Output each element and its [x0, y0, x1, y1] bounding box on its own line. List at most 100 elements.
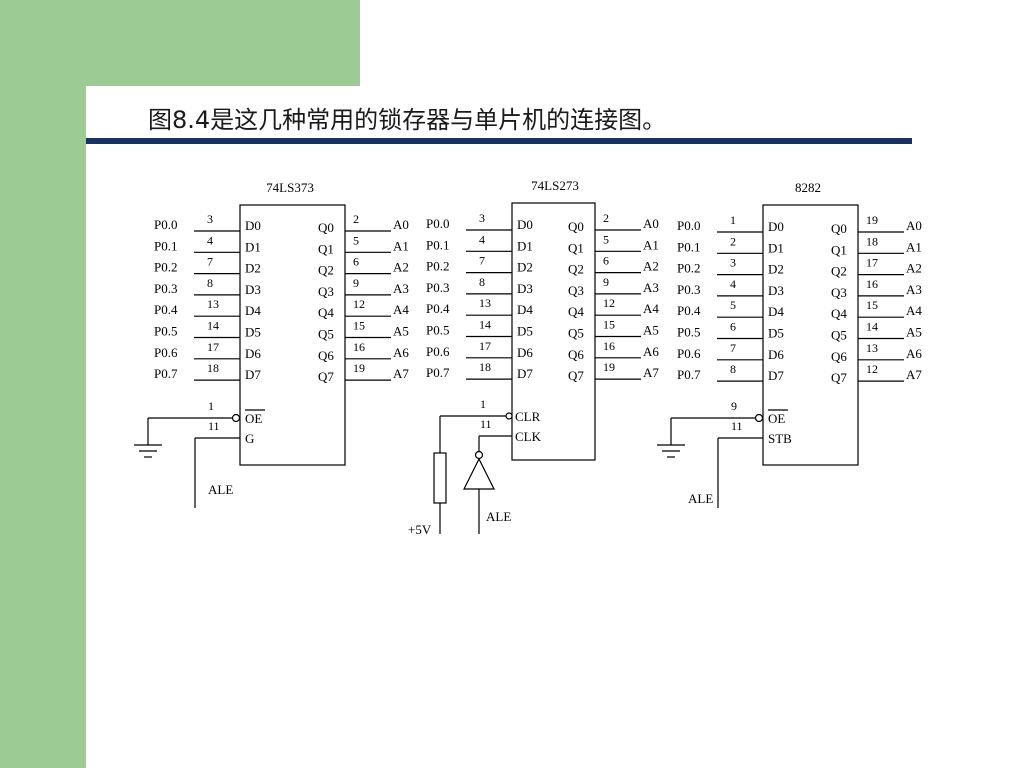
d-pin-label: D3	[768, 283, 784, 298]
q-pin-label: Q0	[831, 221, 847, 236]
address-label: A6	[393, 345, 409, 360]
port-label: P0.1	[154, 238, 177, 253]
control-pin-number: 11	[480, 417, 492, 431]
address-label: A5	[643, 323, 659, 338]
port-label: P0.6	[154, 345, 178, 360]
address-label: A0	[643, 216, 659, 231]
input-pin-number: 6	[730, 320, 736, 334]
d-pin-label: D4	[517, 302, 533, 317]
input-pin-number: 3	[207, 212, 213, 226]
port-label: P0.5	[154, 324, 177, 339]
title-underline	[86, 138, 912, 144]
output-pin-number: 12	[866, 362, 878, 376]
q-pin-label: Q2	[318, 263, 334, 278]
left-accent-bar	[0, 0, 86, 768]
q-pin-label: Q7	[568, 368, 584, 383]
q-pin-label: Q1	[318, 241, 334, 256]
d-pin-label: D6	[517, 345, 533, 360]
input-pin-number: 18	[479, 360, 491, 374]
address-label: A2	[393, 260, 409, 275]
port-label: P0.0	[426, 216, 449, 231]
output-pin-number: 2	[353, 212, 359, 226]
address-label: A1	[643, 237, 659, 252]
address-label: A5	[393, 324, 409, 339]
control-pin-number: 9	[731, 399, 737, 413]
address-label: A3	[643, 280, 659, 295]
output-pin-number: 16	[866, 277, 878, 291]
port-label: P0.2	[426, 259, 449, 274]
output-pin-number: 18	[866, 234, 878, 248]
d-pin-label: D0	[517, 217, 533, 232]
q-pin-label: Q3	[568, 283, 584, 298]
output-pin-number: 6	[603, 254, 609, 268]
port-label: P0.4	[154, 302, 178, 317]
output-pin-number: 9	[603, 275, 609, 289]
q-pin-label: Q4	[831, 306, 847, 321]
address-label: A1	[906, 239, 922, 254]
input-pin-number: 7	[207, 255, 213, 269]
address-label: A7	[643, 365, 659, 380]
q-pin-label: Q0	[568, 219, 584, 234]
port-label: P0.0	[677, 218, 700, 233]
input-pin-number: 18	[207, 361, 219, 375]
control-pin-number: 11	[208, 419, 220, 433]
control-label: OE	[768, 411, 785, 426]
output-pin-number: 15	[603, 318, 615, 332]
output-pin-number: 15	[353, 319, 365, 333]
output-pin-number: 6	[353, 255, 359, 269]
q-pin-label: Q4	[318, 305, 334, 320]
output-pin-number: 17	[866, 256, 878, 270]
d-pin-label: D3	[245, 282, 261, 297]
d-pin-label: D7	[517, 366, 533, 381]
port-label: P0.1	[426, 237, 449, 252]
d-pin-label: D1	[245, 239, 261, 254]
port-label: P0.7	[677, 367, 701, 382]
inversion-bubble	[505, 412, 513, 420]
inverter-gate	[463, 457, 495, 490]
d-pin-label: D5	[768, 326, 784, 341]
chip-name-label: 8282	[795, 180, 821, 195]
q-pin-label: Q1	[831, 242, 847, 257]
input-pin-number: 13	[479, 296, 491, 310]
address-label: A4	[393, 302, 409, 317]
input-pin-number: 4	[479, 232, 485, 246]
supply-label: +5V	[408, 522, 432, 537]
input-pin-number: 17	[479, 339, 491, 353]
ale-label: ALE	[486, 509, 511, 524]
output-pin-number: 14	[866, 320, 878, 334]
d-pin-label: D5	[517, 324, 533, 339]
q-pin-label: Q5	[568, 326, 584, 341]
d-pin-label: D5	[245, 325, 261, 340]
chip-body	[511, 202, 596, 461]
q-pin-label: Q6	[568, 347, 584, 362]
control-label: G	[245, 431, 254, 446]
port-label: P0.7	[426, 365, 450, 380]
inversion-bubble	[231, 413, 241, 423]
address-label: A0	[906, 218, 922, 233]
address-label: A4	[906, 303, 922, 318]
address-label: A7	[393, 366, 409, 381]
port-label: P0.3	[677, 282, 700, 297]
d-pin-label: D2	[517, 260, 533, 275]
port-label: P0.6	[426, 344, 450, 359]
port-label: P0.5	[426, 323, 449, 338]
address-label: A2	[906, 261, 922, 276]
address-label: A7	[906, 367, 922, 382]
input-pin-number: 2	[730, 234, 736, 248]
ale-label: ALE	[208, 482, 233, 497]
inversion-bubble	[754, 413, 764, 423]
control-label: STB	[768, 431, 792, 446]
d-pin-label: D0	[768, 219, 784, 234]
input-pin-number: 8	[207, 276, 213, 290]
slide-title: 图8.4是这几种常用的锁存器与单片机的连接图。	[148, 106, 667, 134]
q-pin-label: Q3	[831, 285, 847, 300]
port-label: P0.6	[677, 346, 701, 361]
output-pin-number: 19	[603, 360, 615, 374]
d-pin-label: D2	[768, 262, 784, 277]
address-label: A3	[906, 282, 922, 297]
address-label: A5	[906, 325, 922, 340]
output-pin-number: 13	[866, 341, 878, 355]
